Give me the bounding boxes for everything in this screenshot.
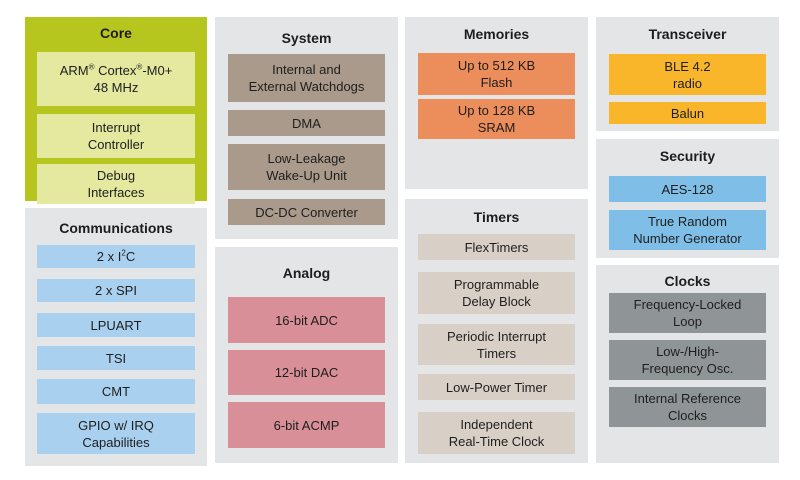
oscillator-block: Low-/High-Frequency Osc. bbox=[609, 340, 766, 380]
dac-block: 12-bit DAC bbox=[228, 350, 385, 395]
balun-block: Balun bbox=[609, 102, 766, 124]
flextimers-block: FlexTimers bbox=[418, 234, 575, 260]
analog-title: Analog bbox=[282, 265, 331, 281]
communications-panel: Communications 2 x I2C 2 x SPI LPUART TS… bbox=[25, 208, 207, 466]
dc-dc-converter-block: DC-DC Converter bbox=[228, 199, 385, 225]
analog-panel: Analog 16-bit ADC 12-bit DAC 6-bit ACMP bbox=[215, 247, 398, 463]
system-title: System bbox=[281, 30, 332, 46]
memories-title: Memories bbox=[463, 26, 530, 42]
adc-block: 16-bit ADC bbox=[228, 297, 385, 343]
acmp-block: 6-bit ACMP bbox=[228, 402, 385, 448]
clocks-title: Clocks bbox=[664, 273, 711, 289]
i2c-block: 2 x I2C bbox=[37, 245, 195, 268]
cmt-block: CMT bbox=[37, 379, 195, 404]
security-title: Security bbox=[659, 148, 716, 164]
cpu-frequency: 48 MHz bbox=[93, 80, 139, 95]
dma-block: DMA bbox=[228, 110, 385, 136]
core-title: Core bbox=[100, 25, 132, 41]
tsi-block: TSI bbox=[37, 346, 195, 370]
communications-title: Communications bbox=[59, 220, 173, 236]
transceiver-title: Transceiver bbox=[648, 26, 727, 42]
lpuart-block: LPUART bbox=[37, 313, 195, 337]
cpu-name: ARM® Cortex®-M0+ bbox=[59, 62, 173, 78]
timers-title: Timers bbox=[473, 209, 520, 225]
spi-block: 2 x SPI bbox=[37, 279, 195, 302]
aes-block: AES-128 bbox=[609, 176, 766, 202]
cpu-block: ARM® Cortex®-M0+ 48 MHz bbox=[37, 52, 195, 106]
low-power-timer-block: Low-Power Timer bbox=[418, 374, 575, 400]
